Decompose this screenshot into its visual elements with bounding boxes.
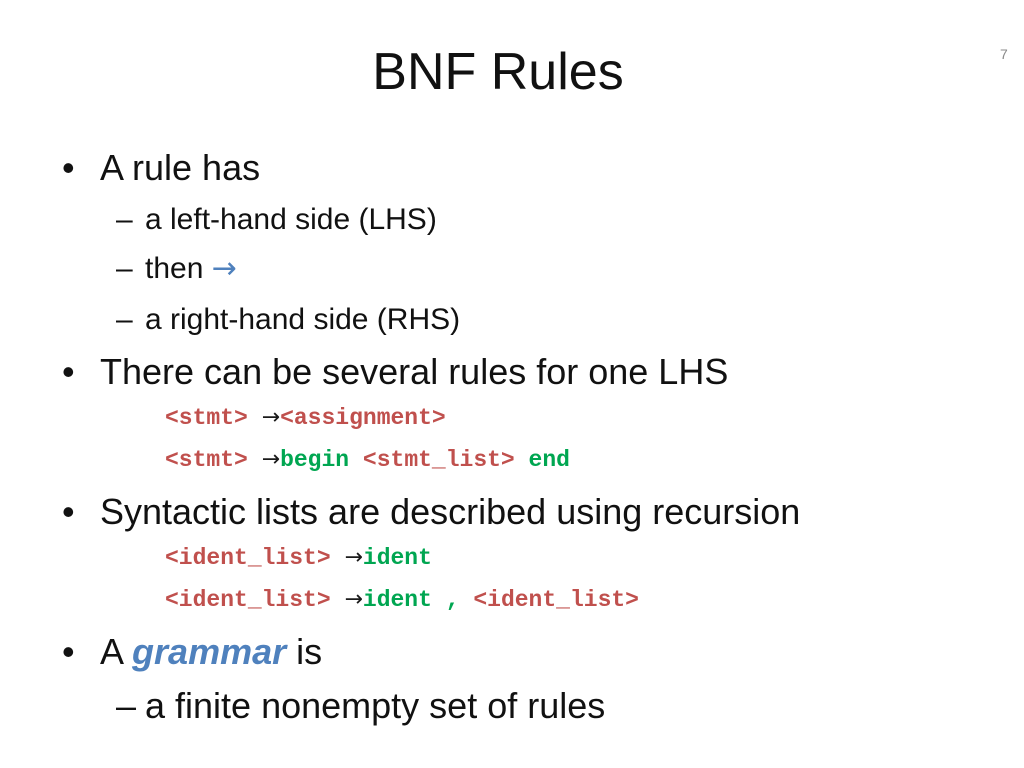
- sub-bullet-text: a finite nonempty set of rules: [145, 685, 606, 726]
- sub-bullet-text: a left-hand side (LHS): [145, 203, 437, 236]
- arrow-icon: →: [261, 447, 281, 472]
- bnf-rule: <stmt> →begin <stmt_list> end: [165, 445, 570, 475]
- bullet-text: A rule has: [100, 147, 261, 188]
- keyword: ident: [362, 545, 432, 571]
- nonterminal: <ident_list>: [165, 587, 331, 613]
- bullet-marker: •: [62, 491, 75, 532]
- nonterminal: <stmt_list>: [362, 447, 515, 473]
- keyword: begin: [280, 447, 350, 473]
- dash-marker: –: [116, 685, 137, 726]
- slide-title: BNF Rules: [372, 43, 624, 101]
- sub-bullet-text: a right-hand side (RHS): [145, 303, 461, 336]
- bnf-rule: <ident_list> →ident , <ident_list>: [165, 585, 639, 615]
- keyword: ident: [362, 587, 432, 613]
- emphasized-term: grammar: [132, 631, 287, 672]
- sub-bullet-text-with-arrow: then →: [145, 250, 237, 288]
- dash-marker: –: [116, 303, 133, 336]
- comma-token: ,: [445, 587, 460, 613]
- arrow-icon: →: [211, 251, 237, 286]
- bnf-rule: <ident_list> →ident: [165, 543, 432, 573]
- nonterminal: <ident_list>: [473, 587, 639, 613]
- nonterminal: <stmt>: [165, 405, 248, 431]
- keyword: end: [528, 447, 570, 473]
- bullet-text-with-term: A grammar is: [100, 630, 322, 674]
- bullet-marker: •: [62, 351, 75, 392]
- bullet-suffix: is: [296, 631, 323, 672]
- bnf-rule: <stmt> →<assignment>: [165, 403, 446, 433]
- nonterminal: <assignment>: [280, 405, 446, 431]
- sub-bullet-text: then: [145, 252, 204, 285]
- nonterminal: <stmt>: [165, 447, 248, 473]
- arrow-icon: →: [261, 405, 281, 430]
- dash-marker: –: [116, 203, 133, 236]
- bullet-text: Syntactic lists are described using recu…: [100, 491, 801, 532]
- arrow-icon: →: [344, 587, 363, 612]
- bullet-text: There can be several rules for one LHS: [100, 351, 729, 392]
- bullet-marker: •: [62, 147, 75, 188]
- nonterminal: <ident_list>: [165, 545, 331, 571]
- dash-marker: –: [116, 252, 133, 285]
- arrow-icon: →: [344, 545, 363, 570]
- bullet-prefix: A: [100, 631, 123, 672]
- slide-number: 7: [1000, 46, 1008, 62]
- bullet-marker: •: [62, 631, 75, 672]
